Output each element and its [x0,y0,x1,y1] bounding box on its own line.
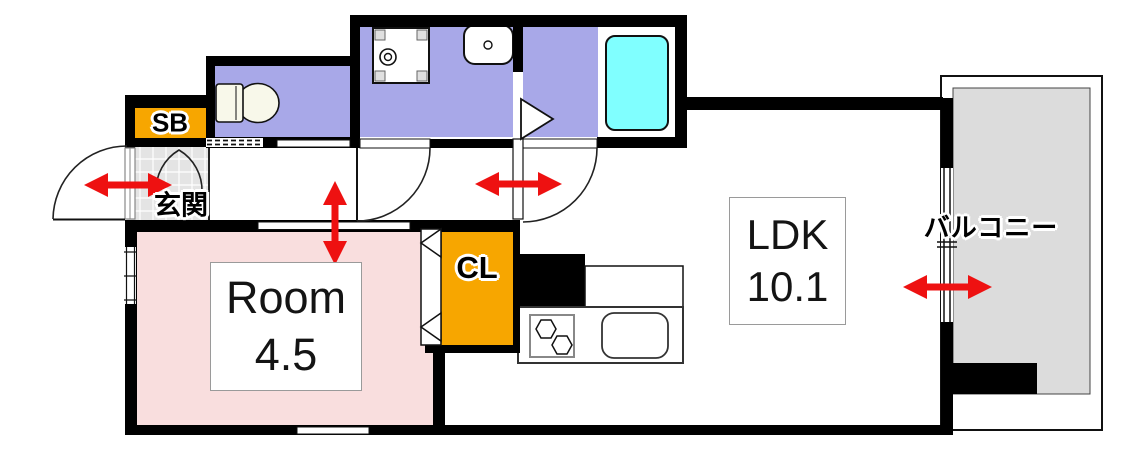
wall [425,345,520,353]
wall [206,56,215,148]
wall [597,137,687,148]
kitchen-wall-block [513,254,585,307]
wall [125,95,135,148]
western-room-label-box: Room 4.5 [210,262,362,391]
toilet-tank [215,83,244,123]
ldk-name: LDK [746,210,829,258]
western-room-size: 4.5 [254,328,318,380]
closet-folding-door [419,227,442,259]
bathroom-sink-drain [483,40,493,50]
ldk-size: 10.1 [746,263,829,310]
shoe-box-area [135,108,206,138]
balcony-arrow [903,275,992,299]
wall [430,139,514,148]
entrance-arrow [84,173,172,197]
washer-pan-corner [416,29,428,41]
arrow-head-right [538,172,562,196]
wall [127,138,215,147]
toilet-door-opening [206,138,263,147]
ldk-door-arrow [475,172,562,196]
wall [941,322,953,435]
washroom-door-arc [356,147,431,222]
closet-folding-door [419,311,442,343]
stove-burner [551,335,573,355]
kitchen-sink [601,312,669,359]
wall [433,353,445,425]
refrigerator-space [584,265,684,308]
shoe-box-label: SB [151,107,189,138]
arrow-head-right [968,275,992,299]
washer-drain-center [383,52,393,62]
balcony-label: バルコニー [923,212,1059,243]
bathtub [605,35,669,131]
entrance-label: 玄関 [154,190,208,221]
wall [675,15,687,148]
arrow-head-left [475,172,499,196]
balcony-window-frame [937,168,957,322]
entrance-fan-arc [155,149,203,193]
washroom-door-opening [359,138,431,149]
closet-area [441,229,513,345]
balcony-window [941,168,953,322]
wall [206,56,360,66]
room-window-west-frame [124,247,137,304]
wall [430,425,953,435]
arrow-head-down [323,241,347,265]
wall [687,97,943,110]
balcony-floor [952,87,1091,395]
ldk-door-opening [522,138,598,149]
arrow-head-left [84,173,108,197]
arrow-head-right [148,173,172,197]
washer-pan-corner [416,70,428,82]
washer-pan-corner [374,70,386,82]
door-jamb [512,138,524,220]
arrow-head-left [903,275,927,299]
arrow-head-up [323,181,347,205]
ldk-label-box: LDK 10.1 [729,197,846,325]
wall [127,95,215,108]
room-door-arrow [323,181,347,265]
threshold [276,139,351,148]
entrance-door-arc [52,145,128,220]
wall [513,222,520,353]
western-room-name: Room [225,272,347,324]
balcony-partition-wall [953,363,1037,394]
wall [127,425,443,435]
wall [941,98,953,168]
stove-burner [535,319,557,339]
bath-folding-door [520,97,555,141]
bath-door-opening [513,72,523,137]
wall [350,15,360,148]
washer-pan-corner [374,29,386,41]
room-window-south [296,426,370,435]
ldk-door-arc [522,147,598,223]
wall [513,15,523,72]
closet-label: CL [456,250,498,285]
